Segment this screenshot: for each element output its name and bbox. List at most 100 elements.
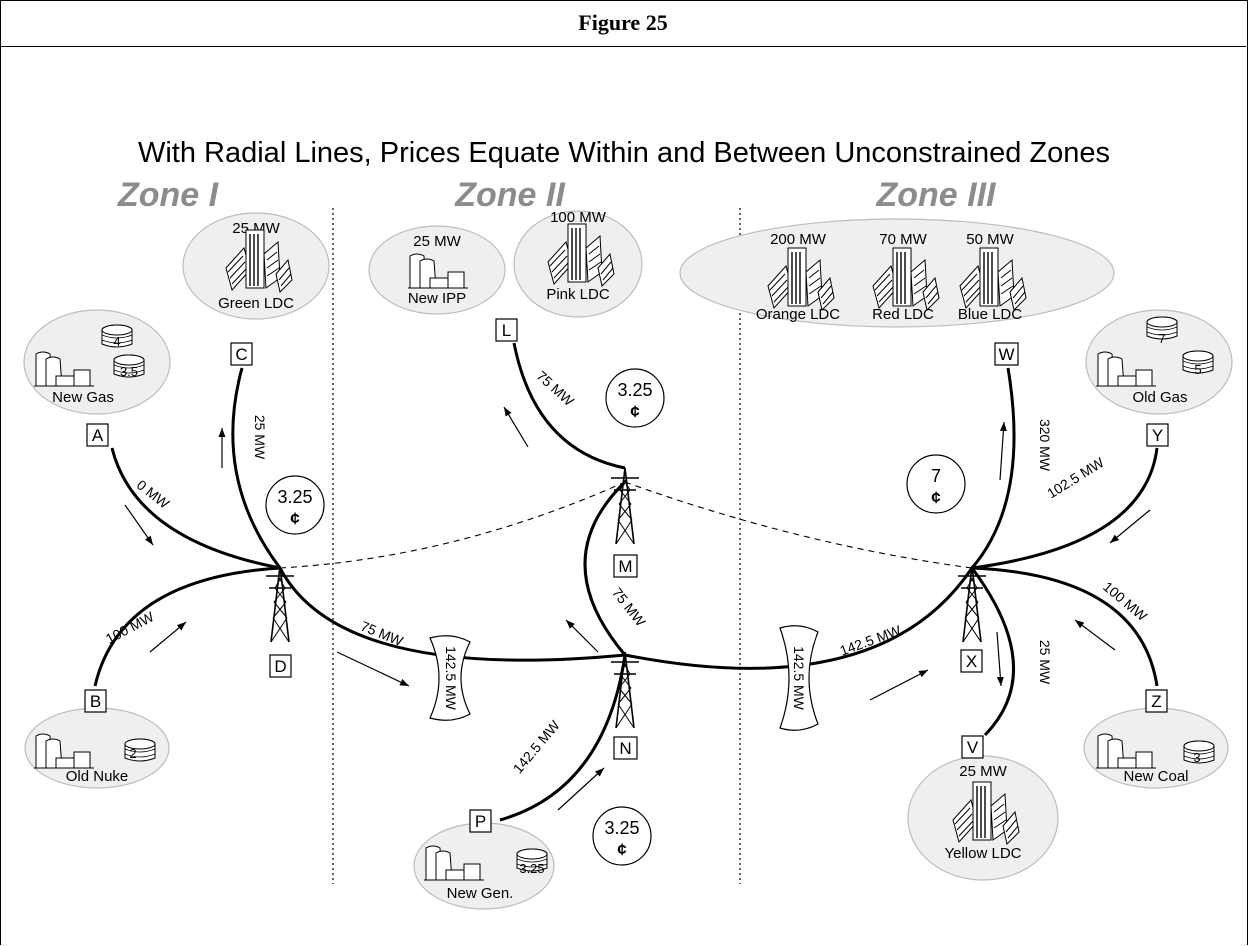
zone2-upper-price-badge: 3.25 ¢: [605, 368, 665, 428]
flow-arrow-l-icon: [503, 406, 529, 448]
old-nuke-plant: 2 Old Nuke: [24, 707, 170, 789]
svg-text:New Gas: New Gas: [52, 389, 114, 406]
svg-text:70 MW: 70 MW: [879, 231, 927, 248]
svg-text:X: X: [966, 652, 977, 671]
node-m: M: [613, 554, 638, 578]
svg-text:3.25: 3.25: [604, 818, 639, 838]
interface-limit-zone1-2: 142.5 MW: [429, 635, 471, 721]
dashed-link-d-m: [279, 481, 626, 569]
flow-arrow-w-icon: [999, 421, 1007, 481]
node-c: C: [230, 342, 253, 366]
zone3-ldc-group: 200 MW Orange LDC 70 MW Red LDC 50 MW Bl…: [679, 218, 1115, 328]
svg-text:3.5: 3.5: [120, 364, 138, 379]
new-coal-plant: 3 New Coal: [1083, 707, 1229, 789]
node-y: Y: [1146, 423, 1169, 447]
svg-text:25 MW: 25 MW: [959, 763, 1007, 780]
flow-arrow-m-icon: [565, 619, 599, 653]
svg-text:N: N: [619, 739, 631, 758]
figure-label: Figure 25: [0, 0, 1246, 47]
flow-label-b-d: 100 MW: [103, 608, 157, 647]
svg-text:Green LDC: Green LDC: [218, 295, 294, 312]
node-a: A: [86, 423, 109, 447]
flow-arrow-p-icon: [557, 767, 605, 811]
interface-limit-zone2-3: 142.5 MW: [779, 625, 819, 731]
figure-title: With Radial Lines, Prices Equate Within …: [138, 137, 1110, 169]
svg-text:200 MW: 200 MW: [770, 231, 827, 248]
flow-arrow-n-x-icon: [869, 669, 929, 701]
node-d: D: [269, 654, 292, 678]
svg-text:C: C: [235, 345, 247, 364]
svg-text:25 MW: 25 MW: [413, 233, 461, 250]
line-c-d: [231, 367, 282, 569]
yellow-ldc: 25 MW Yellow LDC: [907, 755, 1059, 881]
svg-text:7: 7: [1158, 331, 1165, 346]
dashed-link-m-x: [624, 481, 973, 569]
svg-text:Y: Y: [1152, 426, 1163, 445]
svg-text:D: D: [274, 657, 286, 676]
svg-text:Red LDC: Red LDC: [872, 306, 934, 323]
interface-limit-label-1: 142.5 MW: [443, 646, 459, 711]
transmission-tower-m-icon: [610, 467, 640, 545]
svg-text:3.25: 3.25: [277, 487, 312, 507]
line-l-m: [512, 342, 626, 470]
svg-text:Old Gas: Old Gas: [1132, 389, 1187, 406]
zone3-price-badge: 7 ¢: [906, 454, 966, 514]
node-v: V: [961, 735, 984, 759]
svg-text:¢: ¢: [630, 402, 640, 421]
svg-text:¢: ¢: [931, 488, 941, 507]
interface-limit-label-2: 142.5 MW: [791, 646, 807, 711]
zone-label-2: Zone II: [454, 176, 566, 214]
flow-arrow-z-icon: [1074, 619, 1116, 651]
line-w-x: [970, 367, 1016, 569]
node-p: P: [469, 809, 492, 833]
svg-text:2: 2: [129, 746, 136, 761]
new-gen-plant: 3.25 New Gen.: [413, 822, 555, 910]
svg-text:A: A: [92, 426, 104, 445]
flow-label-m-n: 75 MW: [609, 585, 649, 630]
svg-text:New Gen.: New Gen.: [447, 885, 514, 902]
orange-ldc: 200 MW Orange LDC: [756, 231, 840, 323]
flow-arrow-v-icon: [996, 631, 1004, 687]
svg-text:3.25: 3.25: [617, 380, 652, 400]
svg-text:Blue LDC: Blue LDC: [958, 306, 1022, 323]
line-a-d: [110, 447, 281, 570]
line-p-n: [499, 654, 627, 822]
node-l: L: [495, 318, 518, 342]
flow-label-a-d: 0 MW: [134, 477, 173, 513]
svg-text:Old Nuke: Old Nuke: [66, 768, 129, 785]
line-m-n: [583, 480, 627, 656]
zone1-price-badge: 3.25 ¢: [265, 475, 325, 535]
svg-text:New IPP: New IPP: [408, 290, 466, 307]
flow-label-x-v: 25 MW: [1037, 640, 1053, 685]
svg-text:50 MW: 50 MW: [966, 231, 1014, 248]
svg-text:25 MW: 25 MW: [232, 220, 280, 237]
svg-text:W: W: [998, 345, 1014, 364]
svg-text:3: 3: [1193, 750, 1200, 765]
svg-text:P: P: [475, 812, 486, 831]
zone-label-3: Zone III: [876, 176, 998, 214]
svg-text:7: 7: [931, 466, 941, 486]
svg-text:M: M: [618, 557, 632, 576]
new-gas-plant: 4 3.5 New Gas: [23, 309, 171, 415]
flow-label-z-x: 100 MW: [1100, 578, 1151, 624]
flow-label-d-n: 75 MW: [358, 618, 406, 650]
flow-label-w-x: 320 MW: [1037, 419, 1053, 472]
svg-text:L: L: [502, 321, 511, 340]
line-n-x: [624, 567, 974, 670]
transmission-tower-x-icon: [957, 565, 987, 643]
svg-text:100 MW: 100 MW: [550, 209, 607, 226]
svg-text:5: 5: [1194, 362, 1201, 377]
svg-text:Yellow LDC: Yellow LDC: [945, 845, 1022, 862]
svg-text:B: B: [90, 692, 101, 711]
flow-label-c-d: 25 MW: [252, 415, 268, 460]
line-x-v: [970, 567, 1016, 737]
flow-arrow-y-icon: [1109, 509, 1151, 544]
flow-label-p-n: 142.5 MW: [510, 717, 564, 777]
blue-ldc: 50 MW Blue LDC: [958, 231, 1027, 323]
old-gas-plant: 7 5 Old Gas: [1085, 309, 1233, 415]
red-ldc: 70 MW Red LDC: [872, 231, 940, 323]
line-d-n: [278, 567, 626, 662]
flow-label-l-m: 75 MW: [534, 368, 578, 410]
flow-label-n-x: 142.5 MW: [838, 622, 904, 659]
